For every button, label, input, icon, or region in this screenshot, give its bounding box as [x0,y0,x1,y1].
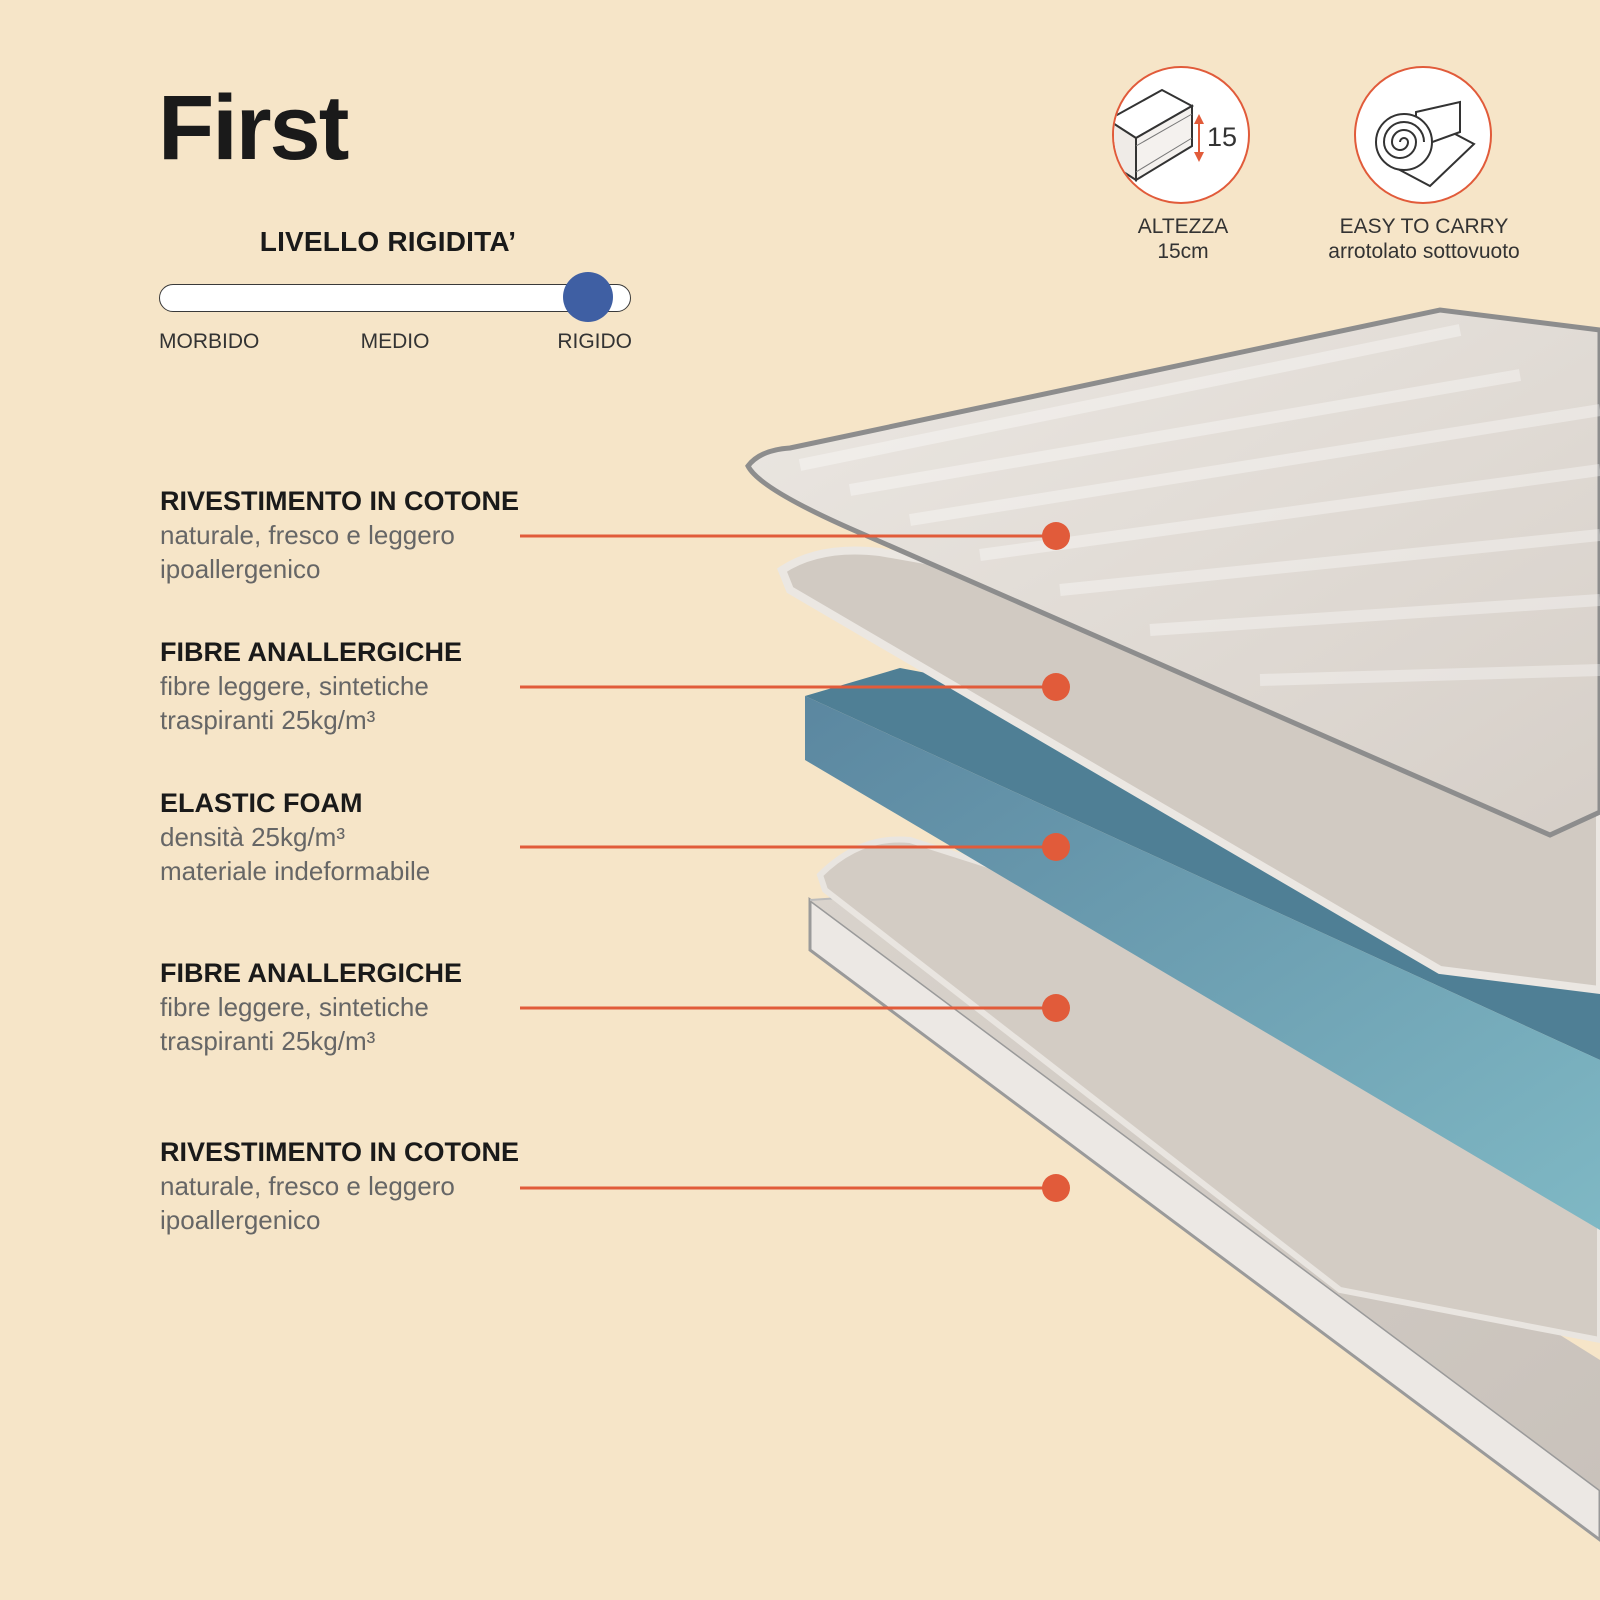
height-caption-value: 15cm [1157,240,1209,263]
firmness-heading: LIVELLO RIGIDITA’ [259,226,517,257]
layer-desc-line1: naturale, fresco e leggero [160,1171,455,1201]
layer-desc-line1: densità 25kg/m³ [160,822,345,852]
layer-desc-line1: naturale, fresco e leggero [160,520,455,550]
rolled-mattress-icon [1354,66,1492,204]
layer-desc-line1: fibre leggere, sintetiche [160,671,429,701]
layer-desc-line2: traspiranti 25kg/m³ [160,1026,376,1056]
firmness-slider-knob [562,272,613,322]
roll-caption: EASY TO CARRY arrotolato sottovuoto [1300,214,1548,264]
height-caption: ALTEZZA 15cm [1100,214,1266,264]
layer-description-lower-fiber: FIBRE ANALLERGICHE fibre leggere, sintet… [160,956,520,1058]
layer-title: ELASTIC FOAM [160,788,363,818]
firmness-label-medium: MEDIO [360,330,430,353]
roll-caption-subtitle: arrotolato sottovuoto [1328,240,1520,263]
firmness-slider-track [159,272,631,322]
layer-description-top-cover: RIVESTIMENTO IN COTONE naturale, fresco … [160,484,520,586]
firmness-label-firm: RIGIDO [557,330,632,353]
rolled-mattress-graphic [1375,100,1476,188]
layer-title: RIVESTIMENTO IN COTONE [160,486,520,516]
page-title: First [158,77,349,179]
mattress-exploded-illustration [745,307,1600,1542]
layer-desc-line2: ipoallergenico [160,554,321,584]
firmness-label-soft: MORBIDO [159,330,260,353]
layer-desc-line1: fibre leggere, sintetiche [160,992,429,1022]
layer-description-foam: ELASTIC FOAM densità 25kg/m³ materiale i… [160,786,520,888]
layer-description-bottom-cover: RIVESTIMENTO IN COTONE naturale, fresco … [160,1135,520,1237]
layer-desc-line2: materiale indeformabile [160,856,431,886]
mattress-height-icon: 15 [1112,66,1250,204]
top-cover-layer [745,307,1600,838]
roll-caption-title: EASY TO CARRY [1339,215,1509,238]
layer-description-upper-fiber: FIBRE ANALLERGICHE fibre leggere, sintet… [160,635,520,737]
layer-title: RIVESTIMENTO IN COTONE [160,1137,520,1167]
layer-desc-line2: ipoallergenico [160,1205,321,1235]
lower-fiber-layer [816,836,1600,1344]
mattress-height-graphic: 15 [1114,88,1237,182]
layer-title: FIBRE ANALLERGICHE [160,637,462,667]
height-value: 15 [1207,122,1237,152]
layer-title: FIBRE ANALLERGICHE [160,958,462,988]
layer-desc-line2: traspiranti 25kg/m³ [160,705,376,735]
height-caption-title: ALTEZZA [1137,215,1229,238]
